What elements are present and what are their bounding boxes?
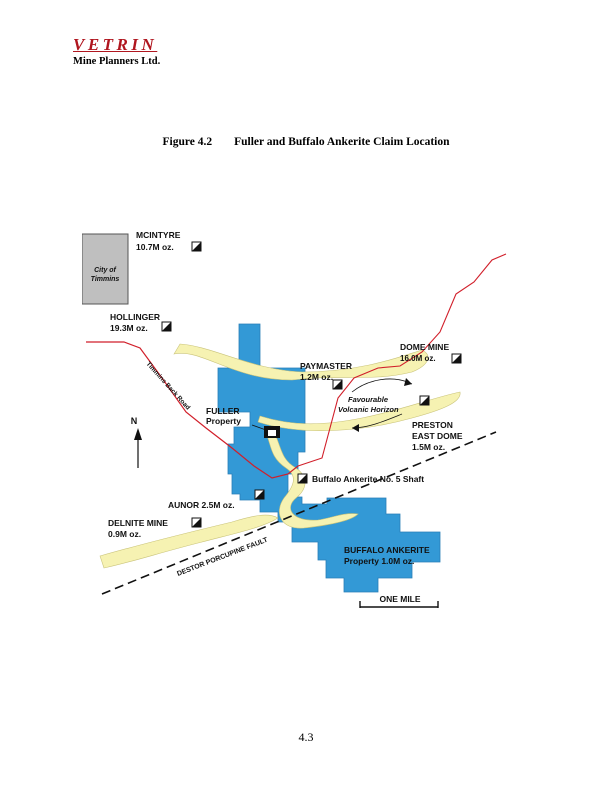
horizon-label-line1: Favourable	[348, 395, 388, 404]
company-logo: VETRIN Mine Planners Ltd.	[73, 36, 160, 68]
mine-symbol-buffalo-shaft	[297, 473, 308, 484]
city-block	[82, 233, 129, 305]
figure-caption: Figure 4.2 Fuller and Buffalo Ankerite Cl…	[0, 136, 612, 148]
hollinger-name: HOLLINGER	[110, 312, 160, 322]
preston-production: 1.5M oz.	[412, 442, 445, 452]
city-label-line1: City of	[94, 267, 116, 274]
mcintyre-name: MCINTYRE	[136, 230, 181, 240]
city-label-line2: Timmins	[91, 276, 120, 283]
delnite-name: DELNITE MINE	[108, 518, 168, 528]
fuller-property-marker	[264, 426, 280, 438]
fuller-name: FULLER	[206, 406, 240, 416]
mine-symbol-dome	[451, 353, 462, 364]
dome-production: 16.0M oz.	[400, 354, 436, 363]
hollinger-production: 19.3M oz.	[110, 323, 148, 333]
north-label: N	[131, 416, 138, 426]
north-arrowhead	[134, 428, 142, 440]
volcanic-horizon-south	[99, 514, 279, 569]
buffalo-property-name: BUFFALO ANKERITE	[344, 545, 430, 555]
mine-symbol-aunor	[254, 489, 265, 500]
destor-porcupine-fault	[101, 431, 497, 595]
preston-line2: EAST DOME	[412, 431, 463, 441]
mine-symbol-delnite	[191, 517, 202, 528]
preston-line1: PRESTON	[412, 420, 453, 430]
paymaster-name: PAYMASTER	[300, 361, 352, 371]
fuller-pointer	[251, 424, 267, 431]
dome-name: DOME MINE	[400, 342, 449, 352]
claim-location-map: City of Timmins DESTOR PORCUPINE FAULT T…	[82, 222, 519, 614]
mine-symbol-hollinger	[161, 321, 172, 332]
road-label: Timmins Back Road	[145, 361, 192, 412]
buffalo-shaft-label: Buffalo Ankerite No. 5 Shaft	[312, 474, 424, 484]
company-subtitle: Mine Planners Ltd.	[73, 56, 161, 67]
mine-symbol-mcintyre	[191, 241, 202, 252]
horizon-arrowhead-ne	[404, 378, 412, 386]
volcanic-horizon-north	[173, 343, 429, 381]
horizon-arrowhead-se	[352, 424, 359, 432]
mine-symbol-paymaster	[332, 379, 343, 390]
fuller-sub: Property	[206, 416, 241, 426]
mine-symbol-preston	[419, 395, 430, 406]
mcintyre-production: 10.7M oz.	[136, 242, 174, 252]
red-boundary-line	[297, 253, 507, 467]
figure-number: Figure 4.2	[162, 136, 213, 148]
aunor-label: AUNOR 2.5M oz.	[168, 500, 235, 510]
buffalo-property-sub: Property 1.0M oz.	[344, 556, 414, 566]
horizon-label-line2: Volcanic Horizon	[338, 405, 399, 414]
figure-title: Fuller and Buffalo Ankerite Claim Locati…	[234, 136, 450, 148]
timmins-back-road	[86, 341, 299, 479]
horizon-arrow-ne	[351, 378, 413, 393]
scale-label: ONE MILE	[379, 594, 420, 604]
paymaster-production: 1.2M oz.	[300, 372, 333, 382]
page-number: 4.3	[298, 730, 314, 744]
company-name: VETRIN	[73, 35, 158, 54]
delnite-production: 0.9M oz.	[108, 529, 141, 539]
